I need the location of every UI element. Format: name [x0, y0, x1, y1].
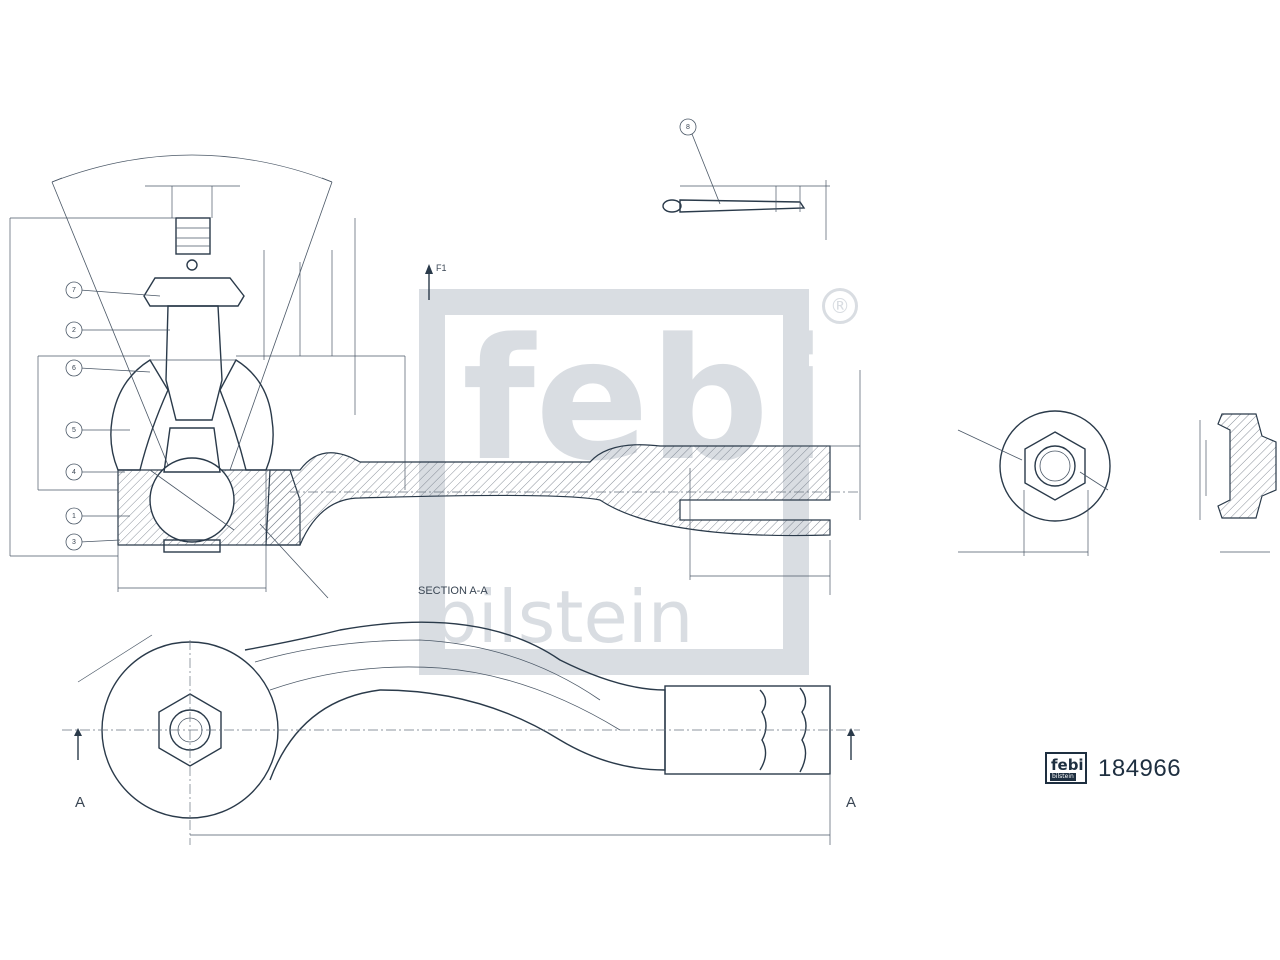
section-marker-right: A [846, 794, 857, 811]
nut-side-view [1199, 413, 1277, 553]
stud-thread [175, 217, 211, 255]
callout-1 [65, 507, 83, 525]
angle-arc [51, 154, 333, 183]
stud-shank [165, 305, 223, 421]
bottom-plug [163, 539, 221, 553]
svg-text:4: 4 [72, 469, 76, 476]
section-title: SECTION A-A [418, 585, 488, 597]
registered-mark: ® [822, 288, 858, 324]
cotter-pin-detail [662, 180, 830, 240]
callout-4 [65, 463, 83, 481]
cotter-hole [186, 259, 198, 271]
plan-view [62, 621, 860, 845]
callout-3 [65, 533, 83, 551]
callout-8 [679, 118, 697, 136]
svg-text:1: 1 [72, 513, 76, 520]
nut-top-view [957, 410, 1111, 556]
part-number: 184966 [1098, 755, 1182, 782]
febi-logo-badge: febi bilstein [1045, 752, 1087, 784]
svg-text:3: 3 [72, 539, 76, 546]
stud-nut [143, 277, 245, 307]
badge-logo-text: febi [1051, 756, 1084, 774]
svg-text:7: 7 [72, 287, 76, 294]
callout-5 [65, 421, 83, 439]
svg-text:6: 6 [72, 365, 76, 372]
section-view [9, 154, 861, 599]
force-label: F1 [436, 263, 447, 273]
callout-7 [65, 281, 83, 299]
badge-logo-sub: bilstein [1050, 773, 1076, 781]
force-arrow [425, 264, 433, 300]
svg-text:8: 8 [686, 124, 690, 131]
dust-boot-right [219, 359, 274, 471]
dust-boot-left [110, 359, 169, 471]
svg-text:2: 2 [72, 327, 76, 334]
callout-6 [65, 359, 83, 377]
section-marker-left: A [75, 794, 86, 811]
svg-text:5: 5 [72, 427, 76, 434]
callout-2 [65, 321, 83, 339]
tie-rod-arm-section [265, 444, 831, 546]
watermark-brand-bottom: bilstein [432, 575, 693, 659]
callouts: 7 2 6 5 4 1 3 8 [65, 118, 721, 551]
